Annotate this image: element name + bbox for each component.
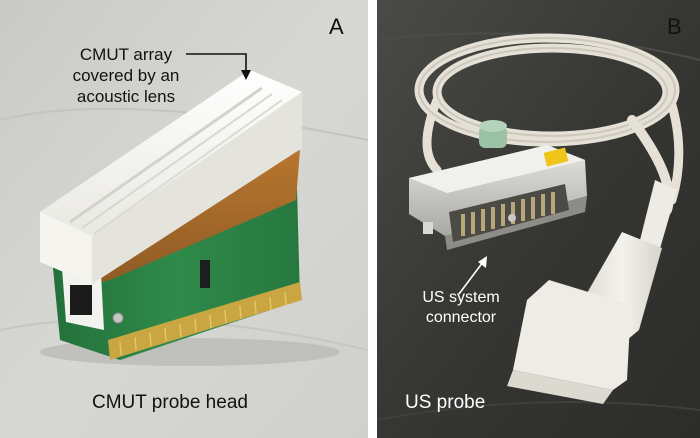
cmut-array-annotation: CMUT array covered by an acoustic lens [70,44,182,107]
us-probe-photo [377,0,700,438]
panel-letter-b: B [667,14,682,39]
us-system-connector-annotation: US system connector [415,288,507,328]
annotation-line: connector [425,309,497,326]
annotation-line: CMUT array [79,45,173,64]
panel-letter-a: A [329,14,344,39]
annotation-line: US system [422,289,500,306]
annotation-line: acoustic lens [76,87,176,106]
annotation-line: covered by an [72,66,180,85]
panel-b-caption: US probe [405,392,486,413]
cmut-probe-head-photo [0,0,368,438]
panel-a: A CMUT array covered by an acoustic lens… [0,0,368,438]
panel-a-caption: CMUT probe head [92,392,248,413]
panel-b: B US system connector US probe [377,0,700,438]
